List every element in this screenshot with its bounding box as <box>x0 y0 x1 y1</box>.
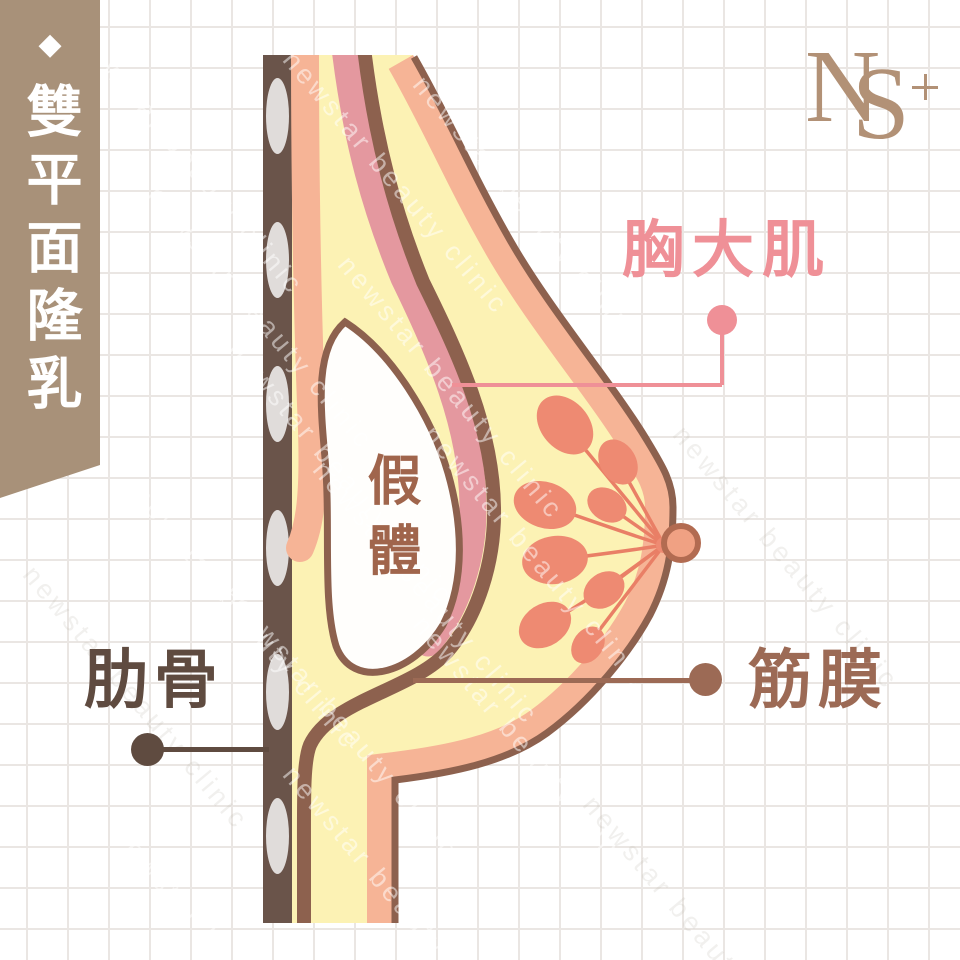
gland <box>571 626 605 664</box>
nipple <box>661 523 701 563</box>
pectoralis-muscle <box>331 55 487 657</box>
fascia-leader-line <box>413 678 708 683</box>
rib-bone <box>266 78 289 154</box>
rib-bone <box>266 654 289 730</box>
body-outline <box>391 55 677 923</box>
rib-bone <box>266 510 289 586</box>
logo-letter-n: N <box>805 29 881 144</box>
rib-leader-line <box>147 747 269 752</box>
rib-bone <box>266 222 289 298</box>
plus-sparkle-icon <box>912 74 938 100</box>
fascia-line <box>296 55 502 923</box>
rib-bones <box>266 78 289 874</box>
diamond-icon: ◆ <box>38 28 62 61</box>
gland <box>522 535 588 585</box>
chest-wall <box>263 55 292 923</box>
label-fascia: 筋膜 <box>748 644 888 716</box>
pectoral-leader-line-horizontal <box>452 383 722 387</box>
gland <box>587 487 627 523</box>
gland <box>583 571 625 609</box>
breast-implant <box>317 317 463 676</box>
gland <box>536 395 594 455</box>
gland <box>513 480 577 530</box>
page-title: 雙平面隆乳 <box>19 82 82 422</box>
gland <box>518 601 572 649</box>
label-pectoralis-major: 胸大肌 <box>622 216 833 285</box>
mammary-glands <box>513 395 672 664</box>
clinic-logo: N S <box>800 30 950 160</box>
label-rib: 肋骨 <box>84 644 224 716</box>
rib-bone <box>266 798 289 874</box>
gland <box>598 439 638 485</box>
title-banner: ◆ 雙平面隆乳 <box>0 0 100 498</box>
rib-bone <box>266 366 289 442</box>
chest-muscle-strip <box>286 55 327 562</box>
pectoral-leader-line-vertical <box>720 330 724 385</box>
label-implant: 假體 <box>359 452 419 592</box>
logo-letter-s: S <box>852 46 910 161</box>
